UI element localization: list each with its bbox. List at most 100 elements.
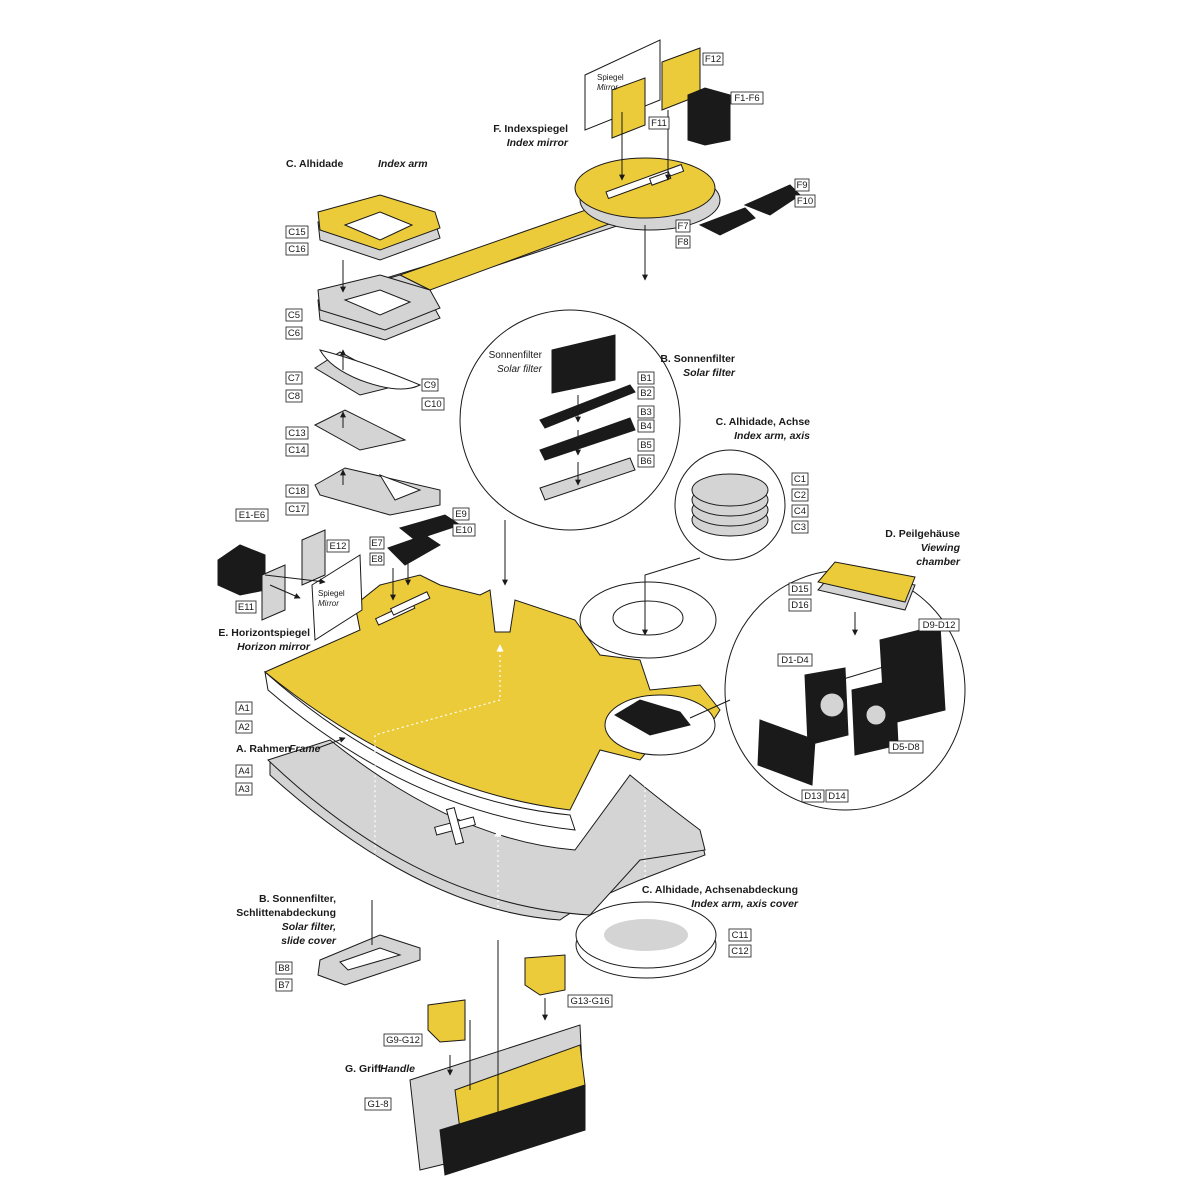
tag-a3: A3 xyxy=(235,782,253,796)
tag-f10: F10 xyxy=(794,194,816,208)
tag-c13: C13 xyxy=(285,426,309,440)
svg-text:C10: C10 xyxy=(424,399,441,410)
svg-text:F10: F10 xyxy=(797,196,813,207)
svg-text:C6: C6 xyxy=(288,328,300,339)
index-arm-assembly xyxy=(313,157,721,516)
inline-sonnenfilter: Sonnenfilter xyxy=(489,350,543,361)
svg-text:G9-G12: G9-G12 xyxy=(386,1035,420,1046)
svg-text:B2: B2 xyxy=(640,388,652,399)
label-peilgehaeuse-title: D. Peilgehäuse xyxy=(885,528,960,540)
tag-c12: C12 xyxy=(728,944,752,958)
tag-e9: E9 xyxy=(452,507,470,521)
label-sonnenfilter-subtitle: Solar filter xyxy=(683,367,736,379)
tag-d15: D15 xyxy=(788,582,812,596)
svg-text:C16: C16 xyxy=(288,244,305,255)
solar-filter-detail-circle xyxy=(459,309,681,531)
tag-f12: F12 xyxy=(702,52,724,66)
viewing-chamber-lid xyxy=(817,561,916,603)
horizon-mirror-pieces xyxy=(217,514,462,641)
svg-text:B4: B4 xyxy=(640,421,652,432)
svg-text:C14: C14 xyxy=(288,445,305,456)
svg-text:C4: C4 xyxy=(794,506,806,517)
index-mirror-disk xyxy=(574,157,716,219)
tag-f1f6: F1-F6 xyxy=(730,91,764,105)
svg-text:F11: F11 xyxy=(651,118,667,129)
tag-g18: G1-8 xyxy=(364,1097,392,1111)
svg-text:D16: D16 xyxy=(791,600,808,611)
label-peilgehaeuse-subtitle2: chamber xyxy=(916,556,961,568)
svg-text:C9: C9 xyxy=(424,380,436,391)
axis-disk-stack xyxy=(691,473,769,507)
tag-c18: C18 xyxy=(285,484,309,498)
label-alhidade-subtitle: Index arm xyxy=(378,158,428,170)
tag-e1e6: E1-E6 xyxy=(235,508,269,522)
label-griff-subtitle: Handle xyxy=(380,1063,415,1075)
axis-detail xyxy=(642,449,786,636)
tag-g9g12: G9-G12 xyxy=(383,1033,423,1047)
tag-e10: E10 xyxy=(452,523,476,537)
tag-e7: E7 xyxy=(369,536,385,550)
tag-c9: C9 xyxy=(421,378,439,392)
tag-f9: F9 xyxy=(794,178,810,192)
svg-text:F9: F9 xyxy=(796,180,807,191)
label-schlitten-subtitle2: slide cover xyxy=(281,935,337,947)
svg-text:G1-8: G1-8 xyxy=(367,1099,388,1110)
svg-text:C13: C13 xyxy=(288,428,305,439)
tag-b7: B7 xyxy=(275,978,293,992)
svg-text:C2: C2 xyxy=(794,490,806,501)
tag-b4: B4 xyxy=(637,419,655,433)
svg-text:C11: C11 xyxy=(732,930,749,941)
svg-text:G13-G16: G13-G16 xyxy=(570,996,609,1007)
tag-e11: E11 xyxy=(235,600,257,614)
axis-cover xyxy=(575,901,717,979)
svg-text:D5-D8: D5-D8 xyxy=(892,742,919,753)
tag-b5: B5 xyxy=(637,438,655,452)
label-achsenabdeckung-title: C. Alhidade, Achsenabdeckung xyxy=(642,884,798,896)
tag-e8: E8 xyxy=(369,552,385,566)
svg-text:C5: C5 xyxy=(288,310,300,321)
horizon-mirror-glass xyxy=(311,554,363,641)
tag-b6: B6 xyxy=(637,454,655,468)
label-achse-subtitle: Index arm, axis xyxy=(734,430,810,442)
svg-text:C15: C15 xyxy=(288,227,305,238)
label-indexspiegel-title: F. Indexspiegel xyxy=(493,123,568,135)
label-indexspiegel-subtitle: Index mirror xyxy=(507,137,569,149)
svg-text:E9: E9 xyxy=(455,509,467,520)
svg-text:B8: B8 xyxy=(278,963,290,974)
tag-c17: C17 xyxy=(285,502,309,516)
svg-text:C17: C17 xyxy=(288,504,305,515)
tag-b3: B3 xyxy=(637,405,655,419)
inline-spiegel-e: Spiegel xyxy=(318,589,345,598)
tag-d1d4: D1-D4 xyxy=(777,653,813,667)
frame-mirror-slots xyxy=(374,591,431,626)
tag-d16: D16 xyxy=(788,598,812,612)
solar-filter-detail xyxy=(459,309,681,586)
frame-viewing-chamber-seat xyxy=(614,699,691,736)
frame-back-plate-top xyxy=(267,739,706,916)
label-horizontspiegel-title: E. Horizontspiegel xyxy=(218,627,310,639)
label-rahmen-subtitle: Frame xyxy=(289,743,321,755)
frame-cross-cutout xyxy=(434,806,476,846)
group-labels: F. Indexspiegel Index mirror C. Alhidade… xyxy=(218,123,960,1075)
index-arm-layers xyxy=(313,349,441,516)
index-mirror-holder-f1f6 xyxy=(687,87,731,146)
tag-b8: B8 xyxy=(275,961,293,975)
svg-text:D9-D12: D9-D12 xyxy=(923,620,956,631)
svg-text:C7: C7 xyxy=(288,373,300,384)
label-sonnenfilter-title: B. Sonnenfilter xyxy=(660,353,735,365)
tag-c3: C3 xyxy=(791,520,809,534)
svg-text:B6: B6 xyxy=(640,456,652,467)
tag-c16: C16 xyxy=(285,242,309,256)
svg-text:B5: B5 xyxy=(640,440,652,451)
svg-text:D14: D14 xyxy=(828,791,845,802)
svg-text:E8: E8 xyxy=(371,554,383,565)
label-rahmen-title: A. Rahmen xyxy=(236,743,291,755)
svg-text:F8: F8 xyxy=(677,237,688,248)
tag-g13g16: G13-G16 xyxy=(567,994,613,1008)
index-mirror-pieces xyxy=(584,39,801,236)
viewing-chamber-detail xyxy=(689,561,966,811)
tag-d13: D13 xyxy=(801,789,825,803)
tag-e12: E12 xyxy=(326,539,350,553)
svg-text:E10: E10 xyxy=(456,525,473,536)
